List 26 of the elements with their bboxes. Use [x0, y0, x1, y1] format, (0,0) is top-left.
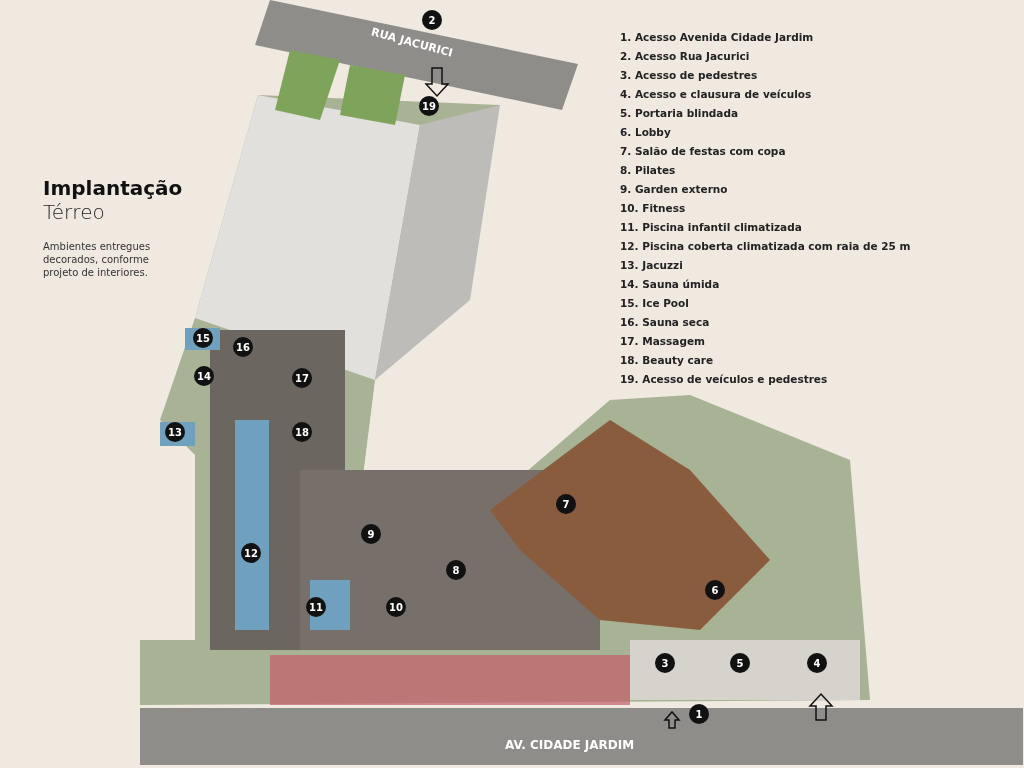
key-entry: 6. Lobby [620, 126, 671, 138]
key-entry: 1. Acesso Avenida Cidade Jardim [620, 31, 814, 43]
key-entry: 17. Massagem [620, 335, 705, 347]
key-entry: 11. Piscina infantil climatizada [620, 221, 802, 233]
plan-title: Implantação [43, 176, 183, 200]
key-entry: 18. Beauty care [620, 354, 714, 366]
key-entry: 10. Fitness [620, 202, 686, 214]
callout-number: 2 [422, 10, 442, 30]
key-entry: 8. Pilates [620, 164, 676, 176]
plan-note: Ambientes entregues decorados, conforme projeto de interiores. [43, 240, 152, 279]
callout-number: 19 [419, 96, 439, 116]
key-entry: 7. Salão de festas com copa [620, 145, 786, 157]
key-entry: 9. Garden externo [620, 183, 728, 195]
street-name: AV. CIDADE JARDIM [505, 738, 635, 752]
key-entry: 13. Jacuzzi [620, 259, 683, 271]
key-entry: 12. Piscina coberta climatizada com raia de 25 m [620, 240, 911, 252]
key-entry: 14. Sauna úmida [620, 278, 720, 290]
plan-subtitle: Térreo [43, 200, 105, 224]
key-entry: 19. Acesso de veículos e pedestres [620, 373, 828, 385]
key-entry: 4. Acesso e clausura de veículos [620, 88, 812, 100]
key-entry: 5. Portaria blindada [620, 107, 739, 119]
key-entry: 15. Ice Pool [620, 297, 689, 309]
key-entry: 2. Acesso Rua Jacurici [620, 50, 750, 62]
key-entry: 3. Acesso de pedestres [620, 69, 758, 81]
callout-number: 1 [689, 704, 709, 724]
key-entry: 16. Sauna seca [620, 316, 710, 328]
